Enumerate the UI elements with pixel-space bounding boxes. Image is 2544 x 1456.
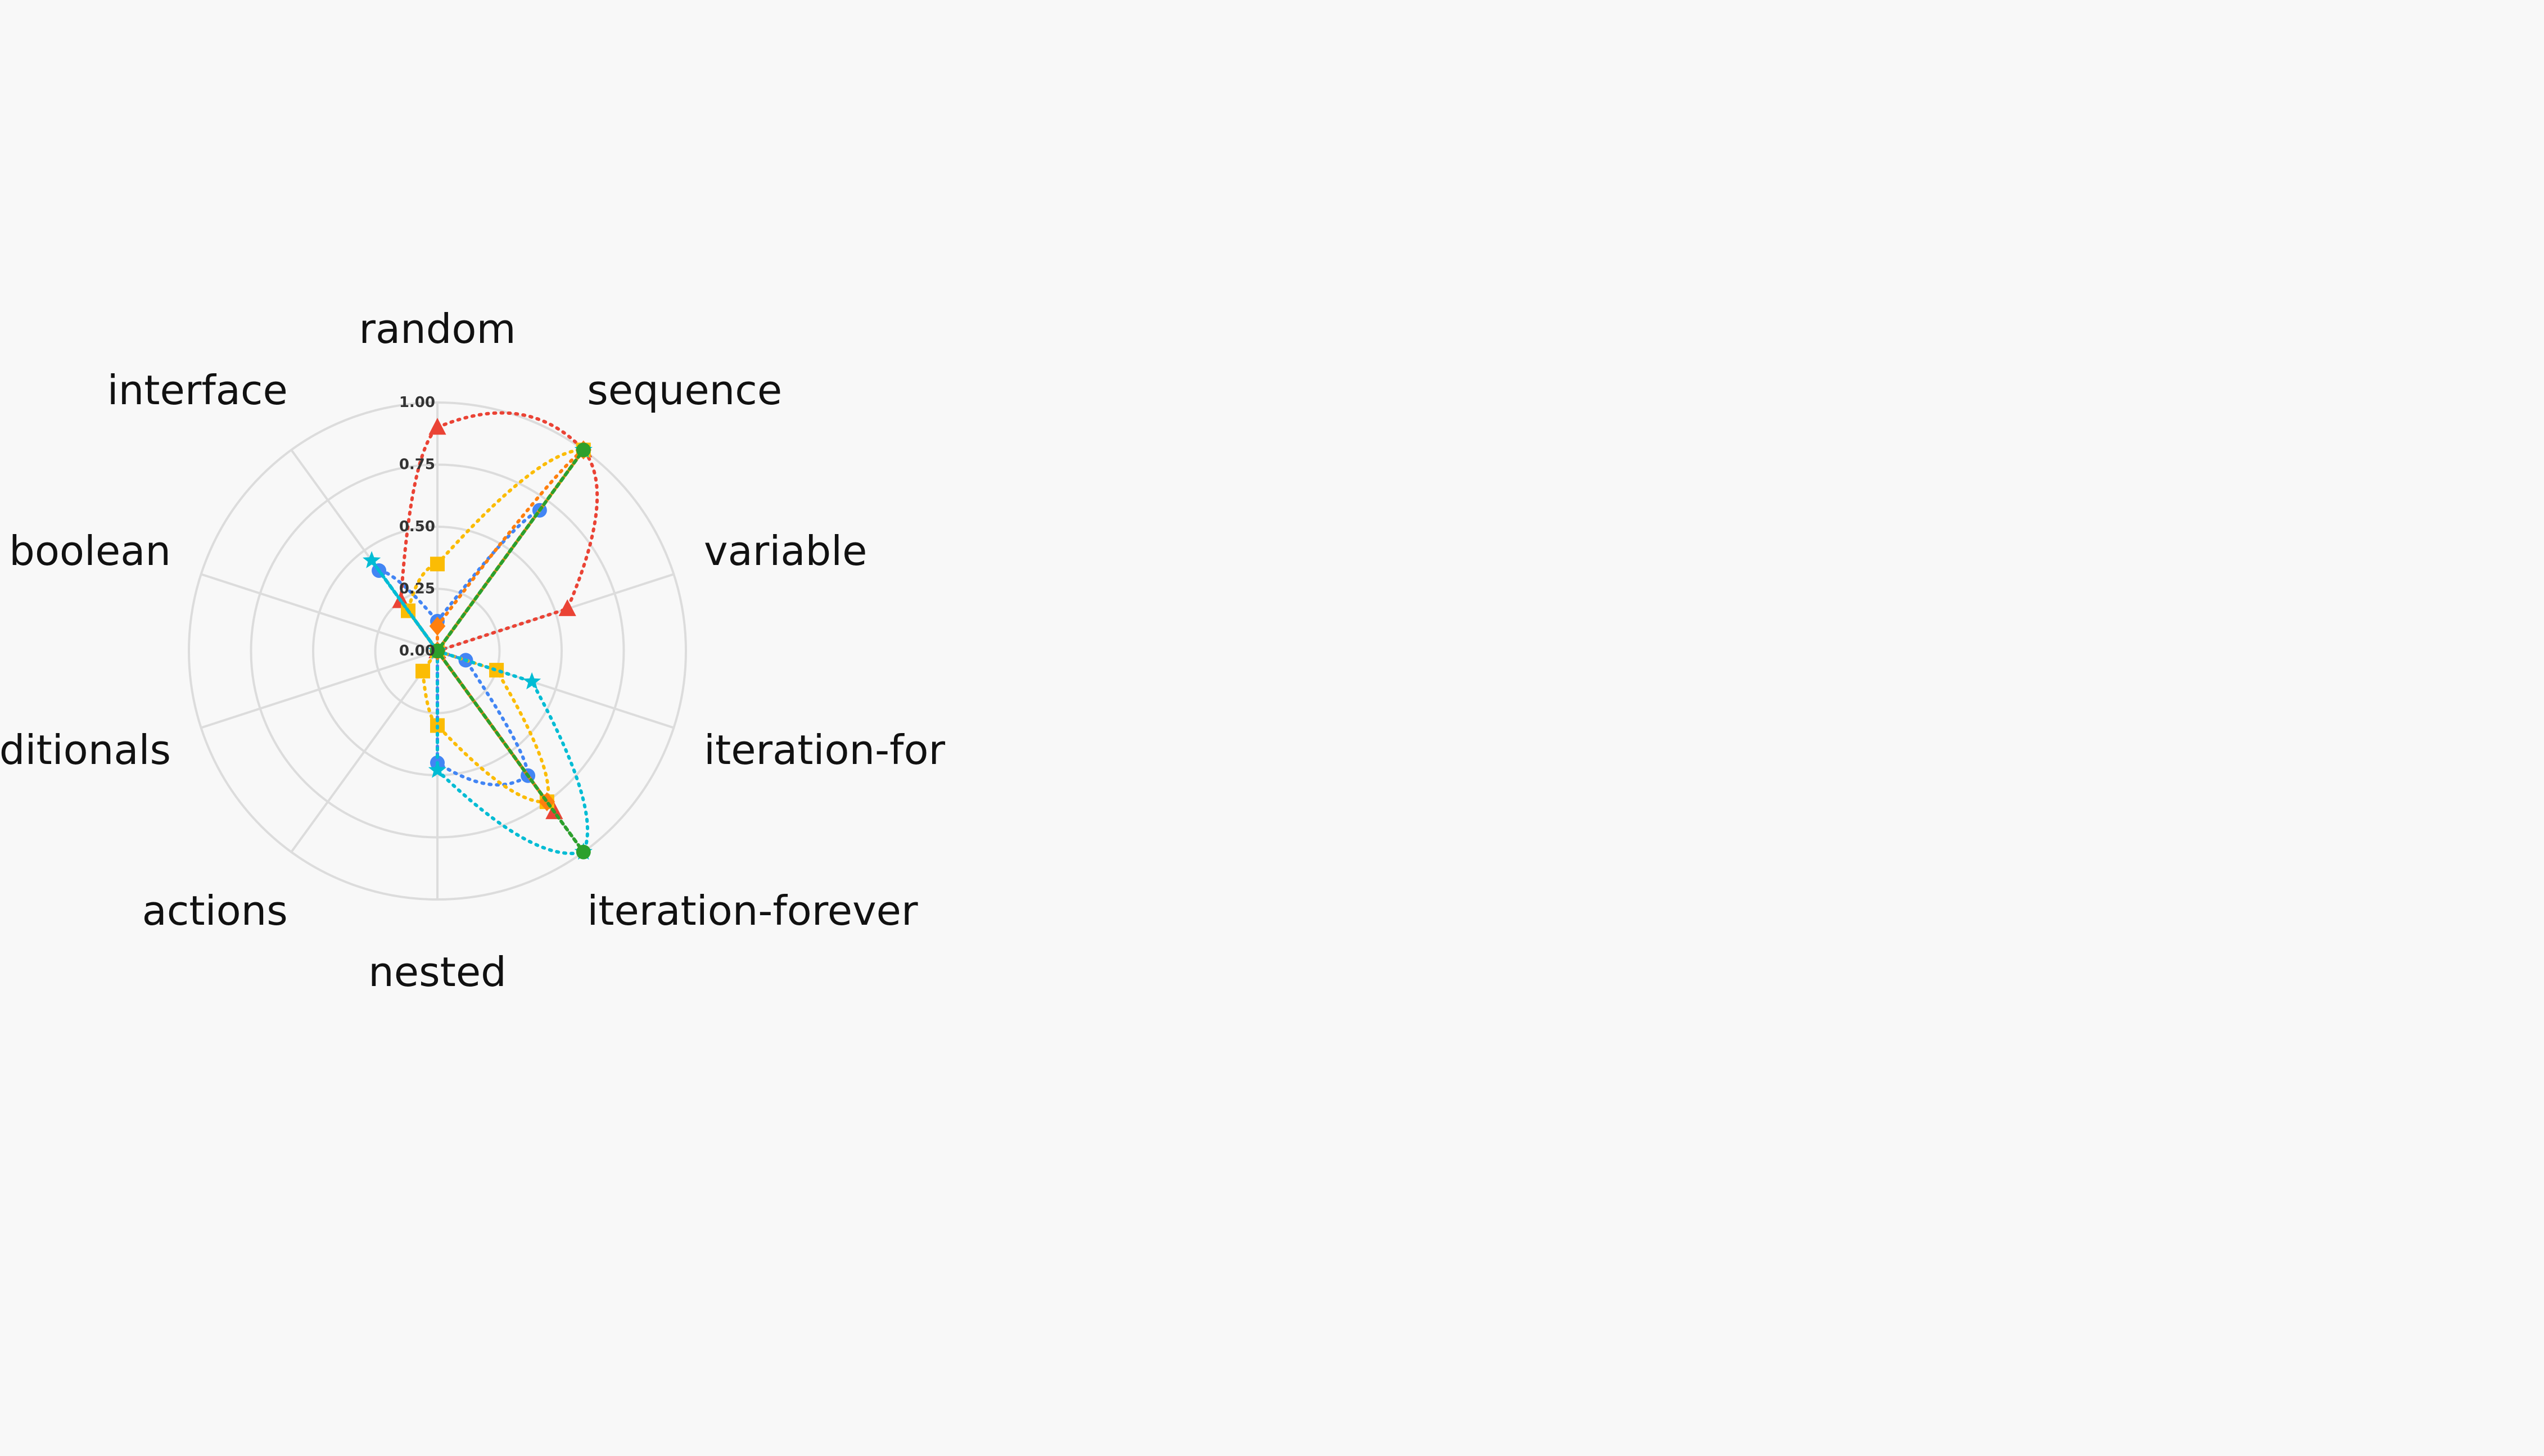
data-point xyxy=(430,644,445,658)
axis-label-interface: interface xyxy=(107,367,288,414)
data-point xyxy=(415,663,431,679)
axis-label-actions: actions xyxy=(142,887,288,934)
spoke-actions xyxy=(290,650,439,853)
tick-label: 0.25 xyxy=(399,581,435,598)
tick-label: 1.00 xyxy=(399,394,435,411)
data-point xyxy=(576,844,591,860)
axis-labels: random sequence variable iteration-for itera… xyxy=(0,305,946,996)
radial-ticks: 0.00 0.25 0.50 0.75 1.00 xyxy=(399,394,435,659)
data-point xyxy=(428,761,447,778)
axis-label-conditionals: conditionals xyxy=(0,726,171,774)
axis-label-boolean: boolean xyxy=(9,527,171,575)
spoke-conditionals xyxy=(201,650,438,729)
axis-label-iteration-forever: iteration-forever xyxy=(587,887,918,934)
tick-label: 0.00 xyxy=(399,643,435,659)
series-4 xyxy=(363,440,593,860)
data-point xyxy=(363,551,381,568)
spoke-iteration-for xyxy=(437,650,674,729)
data-point xyxy=(558,599,576,616)
axis-label-iteration-for: iteration-for xyxy=(704,726,946,774)
tick-label: 0.75 xyxy=(399,456,435,473)
data-point xyxy=(430,557,445,572)
data-point xyxy=(576,442,591,458)
spoke-boolean xyxy=(201,573,438,652)
series-layer xyxy=(363,411,599,860)
axis-label-nested: nested xyxy=(368,948,507,996)
axis-label-variable: variable xyxy=(704,527,867,575)
data-point xyxy=(428,418,446,435)
series-3 xyxy=(401,442,591,810)
axis-label-sequence: sequence xyxy=(587,367,782,414)
data-point xyxy=(429,616,446,636)
tick-label: 0.50 xyxy=(399,518,435,535)
series-6 xyxy=(430,442,591,860)
data-point xyxy=(523,672,541,690)
axis-label-random: random xyxy=(359,305,516,352)
